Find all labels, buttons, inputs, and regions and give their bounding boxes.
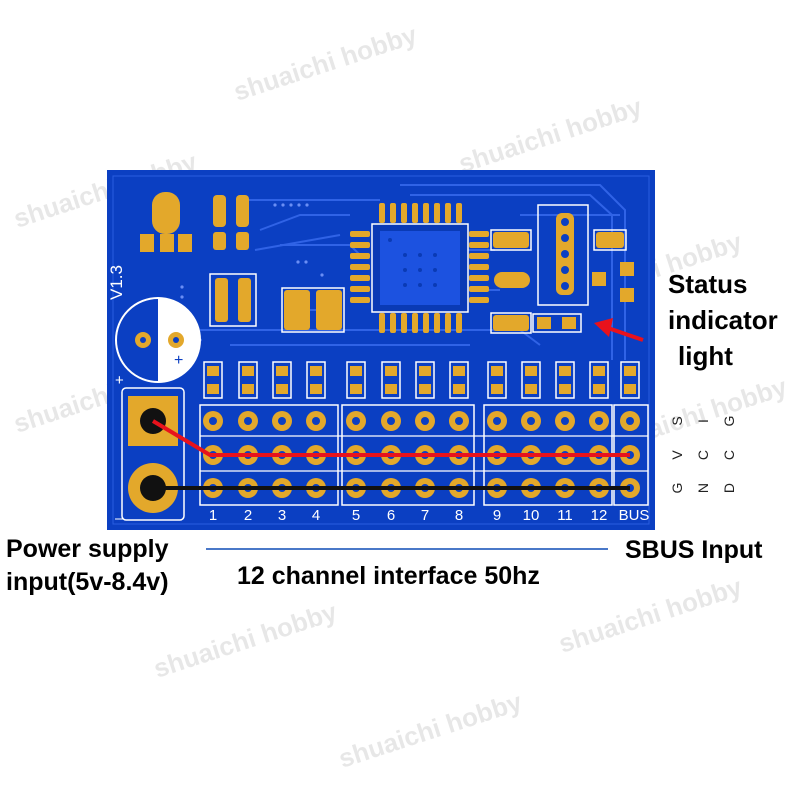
header-pin xyxy=(620,411,640,431)
power-label-line2: input(5v-8.4v) xyxy=(6,568,169,596)
header-pin xyxy=(521,411,541,431)
side-pin-label: G xyxy=(669,483,685,494)
header-pin xyxy=(415,411,435,431)
channel-number: 12 xyxy=(591,507,608,524)
header-pin xyxy=(306,411,326,431)
bus-label: BUS xyxy=(619,507,650,524)
side-pin-label: S xyxy=(669,416,685,425)
header-pin xyxy=(487,411,507,431)
channel-number: 6 xyxy=(387,507,395,524)
channel-resistor xyxy=(306,361,326,399)
tab-component xyxy=(140,192,192,252)
channel-number: 9 xyxy=(493,507,501,524)
status-indicator-label: Status indicator light xyxy=(668,266,778,374)
channel-number: 2 xyxy=(244,507,252,524)
channel-resistor xyxy=(415,361,435,399)
channel-number: 1 xyxy=(209,507,217,524)
board-version: V1.3 xyxy=(107,265,126,300)
header-pin xyxy=(555,411,575,431)
header-pin xyxy=(381,411,401,431)
header-pin xyxy=(203,411,223,431)
channel-resistor xyxy=(381,361,401,399)
smd-components xyxy=(213,195,634,331)
channel-resistor xyxy=(346,361,366,399)
power-plus-mark: + xyxy=(115,372,124,389)
side-pin-label: N xyxy=(695,483,711,493)
prog-header xyxy=(537,204,589,306)
capacitor-plus: + xyxy=(174,352,183,369)
status-label-line1: Status xyxy=(668,269,748,299)
status-label-line3: light xyxy=(678,341,733,371)
side-pin-label: I xyxy=(695,419,711,423)
side-pin-label: V xyxy=(669,450,685,460)
channel-resistor xyxy=(589,361,609,399)
channel-resistor xyxy=(620,361,640,399)
mcu-chip xyxy=(350,203,489,333)
channel-number: 10 xyxy=(523,507,540,524)
electrolytic-capacitor: + xyxy=(115,297,201,383)
header-pin xyxy=(272,411,292,431)
header-pin xyxy=(346,411,366,431)
channel-number: 4 xyxy=(312,507,320,524)
power-minus-mark: – xyxy=(115,510,124,527)
interface-label: 12 channel interface 50hz xyxy=(237,562,540,590)
header-pin xyxy=(449,411,469,431)
channel-resistor xyxy=(487,361,507,399)
channel-number: 7 xyxy=(421,507,429,524)
signal-wire xyxy=(151,419,630,457)
side-pin-label: C xyxy=(721,450,737,460)
channel-resistor xyxy=(555,361,575,399)
channel-resistor xyxy=(203,361,223,399)
header-pin xyxy=(238,411,258,431)
status-led xyxy=(532,313,582,333)
status-label-line2: indicator xyxy=(668,305,778,335)
channel-resistor xyxy=(449,361,469,399)
channel-number: 5 xyxy=(352,507,360,524)
power-supply-label: Power supply input(5v-8.4v) xyxy=(6,533,169,599)
channel-number: 8 xyxy=(455,507,463,524)
side-pin-label: G xyxy=(721,416,737,427)
sbus-input-label: SBUS Input xyxy=(625,536,763,564)
channel-resistor xyxy=(521,361,541,399)
channel-number: 3 xyxy=(278,507,286,524)
header-pin xyxy=(589,411,609,431)
channel-number: 11 xyxy=(557,507,573,524)
channel-resistor xyxy=(238,361,258,399)
side-pin-label: D xyxy=(721,483,737,493)
power-label-line1: Power supply xyxy=(6,535,169,563)
channel-resistor xyxy=(272,361,292,399)
status-arrow xyxy=(594,318,644,342)
side-pin-label: C xyxy=(695,450,711,460)
